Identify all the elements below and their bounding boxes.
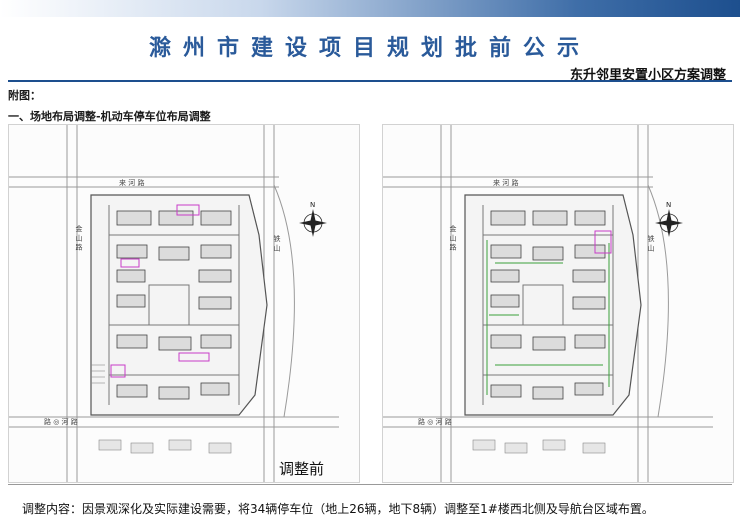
- north-arrow-icon: N: [299, 201, 327, 237]
- site-plan-before: 来 河 路 路 ◎ 河 路 金 山 路 铁 山 N: [8, 124, 360, 483]
- site-plan-after: 来 河 路 路 ◎ 河 路 金 山 路 铁 山 N: [382, 124, 734, 483]
- east-road-label: 铁 山: [273, 234, 281, 252]
- north-road-label: 来 河 路: [119, 178, 144, 187]
- adjustment-description: 调整内容：因景观深化及实际建设需要，将34辆停车位（地上26辆，地下8辆）调整至…: [22, 502, 654, 516]
- west-road-label: 金 山 路: [75, 224, 83, 251]
- east-road-label: 铁 山: [647, 234, 655, 252]
- south-road-label: 路 ◎ 河 路: [44, 417, 78, 426]
- project-subtitle: 东升邻里安置小区方案调整: [569, 68, 726, 83]
- footer-divider: [8, 484, 732, 485]
- before-caption: 调整前: [279, 460, 325, 478]
- site-plan-before-drawing: 来 河 路 路 ◎ 河 路 金 山 路 铁 山 N: [9, 125, 339, 482]
- north-road-label: 来 河 路: [493, 178, 518, 187]
- north-arrow-icon: N: [655, 201, 683, 237]
- header-divider: [8, 80, 732, 82]
- west-road-label: 金 山 路: [449, 224, 457, 251]
- north-arrow-label: N: [310, 201, 315, 209]
- section-title: 一、场地布局调整-机动车停车位布局调整: [8, 110, 211, 123]
- site-plan-after-drawing: 来 河 路 路 ◎ 河 路 金 山 路 铁 山 N: [383, 125, 713, 482]
- south-road-label: 路 ◎ 河 路: [418, 417, 452, 426]
- north-arrow-label: N: [666, 201, 671, 209]
- header-band: [0, 0, 740, 17]
- figure-label: 附图：: [8, 89, 41, 102]
- page-title: 滁州市建设项目规划批前公示: [148, 35, 591, 61]
